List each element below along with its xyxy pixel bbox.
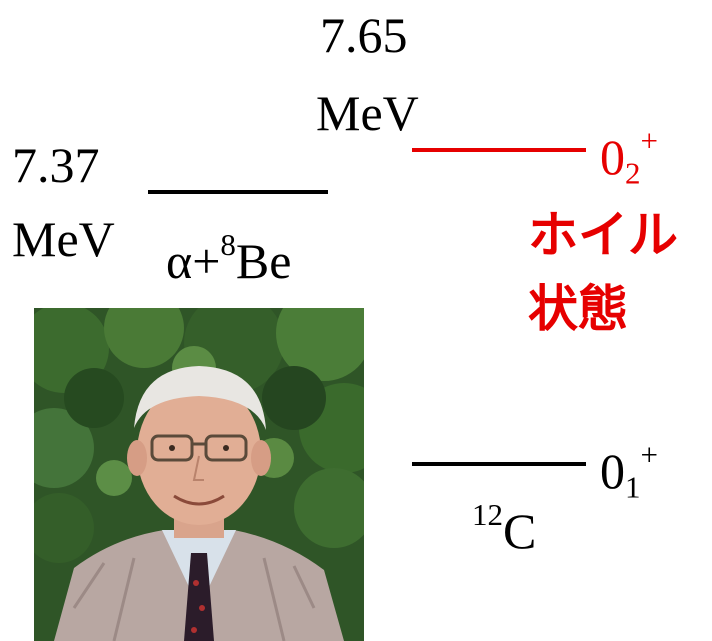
hoyle-state-name-line1: ホイル bbox=[528, 206, 678, 264]
channel-mass-number: 8 bbox=[220, 226, 236, 262]
threshold-level-line bbox=[148, 190, 328, 194]
hoyle-parity: + bbox=[640, 122, 658, 158]
hoyle-energy-value: 7.65 bbox=[320, 7, 408, 63]
ground-spin-label: 01+ bbox=[600, 439, 658, 503]
threshold-energy-unit: MeV bbox=[12, 211, 115, 267]
channel-alpha: α+ bbox=[166, 233, 221, 289]
hoyle-level-line bbox=[412, 148, 586, 152]
channel-nucleus: Be bbox=[235, 233, 292, 289]
portrait-photo bbox=[34, 308, 364, 641]
hoyle-energy-unit: MeV bbox=[316, 85, 419, 141]
hoyle-spin-value: 0 bbox=[600, 129, 625, 185]
hoyle-spin-index: 2 bbox=[625, 155, 641, 191]
ground-spin-value: 0 bbox=[600, 443, 625, 499]
nucleus-mass-number: 12 bbox=[472, 496, 503, 532]
ground-parity: + bbox=[640, 436, 658, 472]
ground-spin-index: 1 bbox=[625, 469, 641, 505]
ground-nucleus-label: 12C bbox=[472, 499, 537, 559]
hoyle-state-name-line2: 状態 bbox=[528, 280, 628, 338]
threshold-channel-label: α+8Be bbox=[166, 229, 292, 289]
ground-level-line bbox=[412, 462, 586, 466]
threshold-energy-value: 7.37 bbox=[12, 137, 100, 193]
hoyle-spin-label: 02+ bbox=[600, 125, 658, 189]
nucleus-symbol: C bbox=[503, 503, 537, 559]
